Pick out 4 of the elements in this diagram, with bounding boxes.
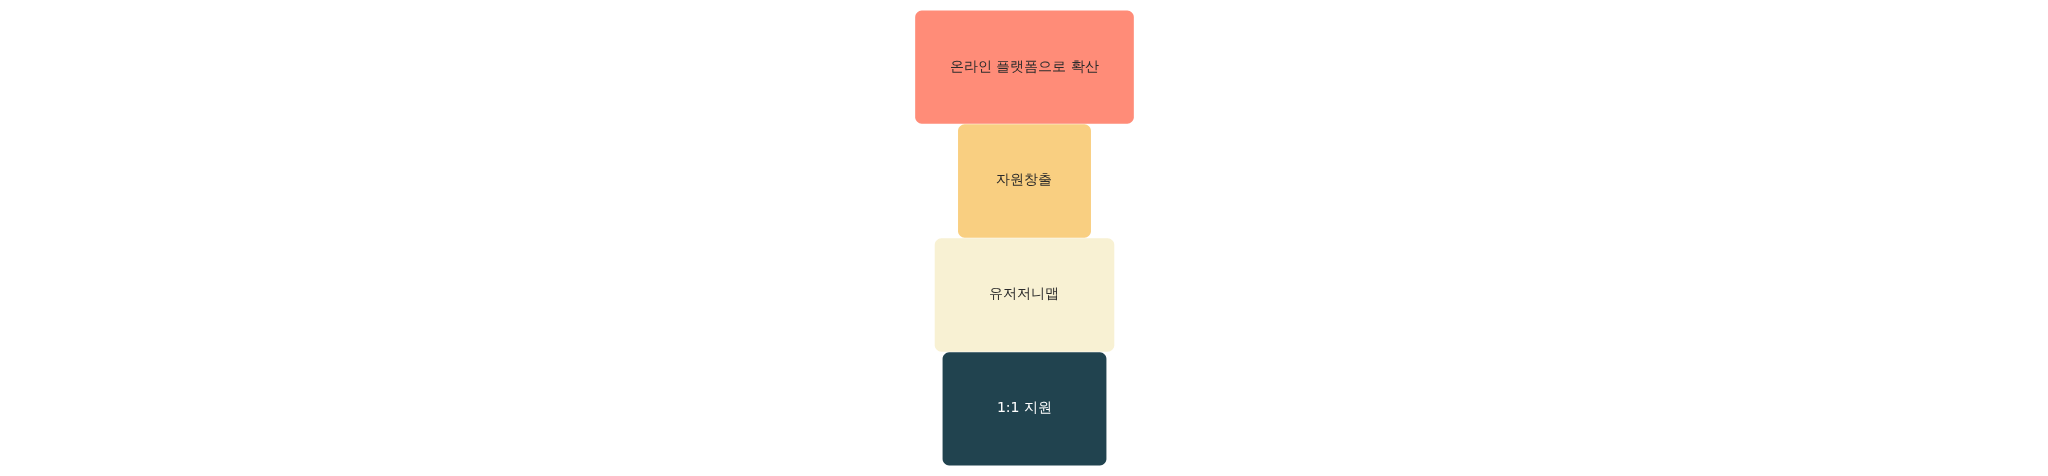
node-box: 1:1 지원 (942, 352, 1106, 466)
node-box: 자원창출 (957, 124, 1091, 238)
node-box: 온라인 플랫폼으로 확산 (914, 10, 1134, 124)
node-box: 유저저니맵 (934, 238, 1114, 352)
